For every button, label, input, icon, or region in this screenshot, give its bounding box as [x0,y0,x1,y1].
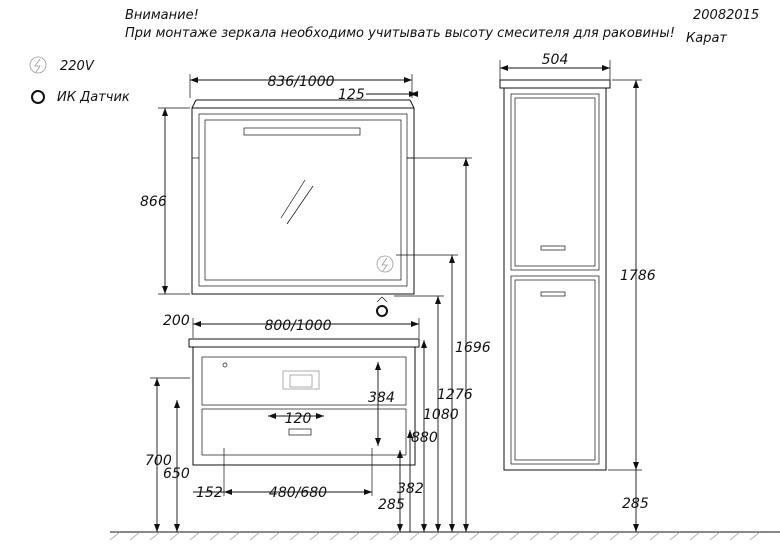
height-1080-label: 1080 [423,407,459,423]
power-socket-icon [29,56,47,74]
dim-mirror-depth [366,91,418,97]
dim-height-1696 [407,157,472,532]
sink-depth-label: 384 [368,390,395,406]
drawer-handle [288,428,312,436]
dim-drain-height [397,430,413,532]
tall-height-label: 1786 [620,268,656,284]
vanity-depth-label: 200 [163,313,190,329]
mirror [191,99,415,295]
tall-cabinet-handle-upper [540,245,566,251]
height-1696-label: 1696 [455,340,491,356]
dim-cabinet-height [174,400,180,532]
mirror-light-strip [243,127,361,136]
drawing-code: 20082015 [693,8,759,23]
dim-height-1276 [396,254,458,532]
floor-line [109,531,780,541]
mirror-width-label: 836/1000 [267,74,334,90]
dim-sink-depth [375,362,381,446]
dim-height-1080 [394,295,444,532]
mirror-height-label: 866 [140,194,167,210]
dim-mirror-width [189,74,413,98]
warning-title: Внимание! [125,8,199,23]
sensor-label: ИК Датчик [57,90,130,105]
dim-tall-width [499,60,611,80]
mirror-ir-sensor-icon [376,296,388,317]
tall-cabinet-lower-door [510,275,600,465]
water-height-label: 382 [397,481,424,497]
tall-floor-label: 285 [622,496,649,512]
height-880-label: 880 [411,430,438,446]
dim-sink-height [150,377,190,532]
power-label: 220V [60,59,95,74]
tall-cabinet-upper-door [510,93,600,271]
height-1276-label: 1276 [437,387,473,403]
ir-sensor-icon [31,90,45,104]
basin-width-label: 120 [285,411,312,427]
tall-width-label: 504 [542,52,569,68]
leg-offset-label: 152 [196,485,223,501]
dim-leg-span [193,448,373,496]
sink-height-label: 700 [145,453,172,469]
leg-span-label: 480/680 [269,485,327,501]
countertop [188,338,420,348]
tall-cabinet-handle-lower [540,291,566,297]
dim-basin-width [268,413,324,419]
tall-cabinet [499,79,611,471]
dim-tall-floor-clearance [633,470,639,532]
dim-vanity-depth [192,318,420,338]
mirror-depth-label: 125 [338,87,365,103]
drawer-top [201,356,407,406]
drawer-bottom [201,408,407,456]
vanity-width-label: 800/1000 [264,318,331,334]
warning-text: При монтаже зеркала необходимо учитывать… [125,26,675,41]
model-name: Карат [686,31,727,46]
drain-height-label: 285 [378,497,405,513]
basin [282,370,320,390]
mirror-power-icon [376,255,394,273]
cabinet-height-label: 650 [163,466,190,482]
dim-height-880 [421,340,427,532]
vanity-cabinet [188,338,420,466]
dim-mirror-height [158,107,190,295]
